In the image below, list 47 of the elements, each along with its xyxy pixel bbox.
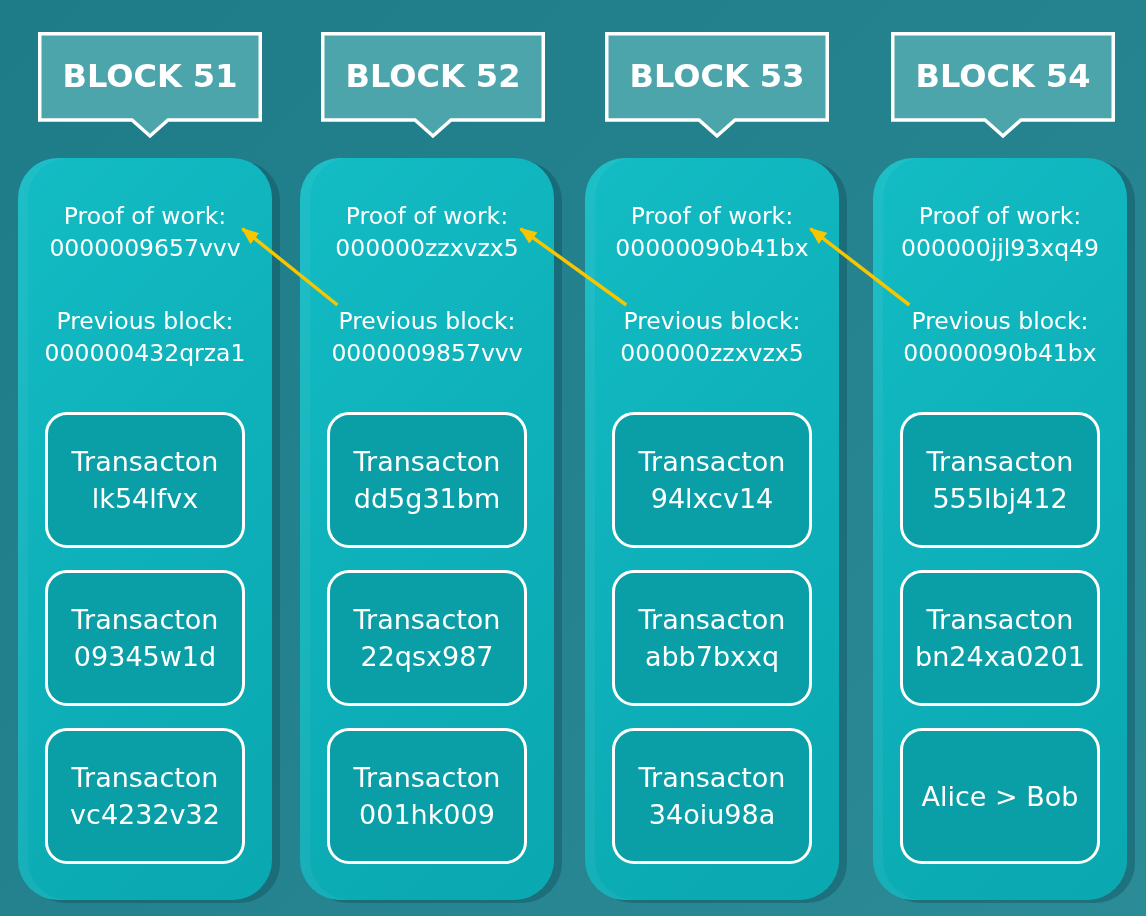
- previous-block-text: Previous block: 0000009857vvv: [331, 305, 523, 369]
- transaction-box: [612, 728, 812, 864]
- transaction-box: [45, 728, 245, 864]
- callout-box: [605, 32, 829, 138]
- proof-of-work-text: Proof of work: 0000009657vvv: [49, 200, 241, 264]
- transaction-box: [900, 728, 1100, 864]
- transaction-box: [612, 412, 812, 548]
- previous-block-text: Previous block: 00000090b41bx: [903, 305, 1097, 369]
- transaction-label: Transacton 001hk009: [352, 761, 502, 832]
- transaction-box: [612, 570, 812, 706]
- proof-of-work-text: Proof of work: 00000090b41bx: [615, 200, 809, 264]
- transaction-label: Transacton 22qsx987: [352, 603, 502, 674]
- transaction-box: [327, 412, 527, 548]
- transaction-label: Transacton lk54lfvx: [70, 445, 220, 516]
- previous-block-text: Previous block: 000000432qrza1: [44, 305, 246, 369]
- transaction-box: [900, 412, 1100, 548]
- transaction-label: Transacton 34oiu98a: [637, 761, 787, 832]
- block-title: BLOCK 52: [345, 56, 521, 96]
- transaction-box: [45, 412, 245, 548]
- block-title: BLOCK 53: [629, 56, 805, 96]
- proof-of-work-text: Proof of work: 000000zzxvzx5: [335, 200, 519, 264]
- block-title: BLOCK 54: [915, 56, 1091, 96]
- transaction-box: [327, 728, 527, 864]
- block-panel: [300, 158, 554, 900]
- transaction-box: [327, 570, 527, 706]
- transaction-label: Transacton abb7bxxq: [637, 603, 787, 674]
- block-panel: [18, 158, 272, 900]
- proof-of-work-text: Proof of work: 000000jjl93xq49: [901, 200, 1099, 264]
- transaction-label: Transacton 94lxcv14: [637, 445, 787, 516]
- previous-block-text: Previous block: 000000zzxvzx5: [620, 305, 804, 369]
- arrow: [519, 227, 628, 307]
- transaction-label: Transacton 555lbj412: [925, 445, 1075, 516]
- callout-box: [891, 32, 1115, 138]
- block-panel: [873, 158, 1127, 900]
- transaction-box: [45, 570, 245, 706]
- transaction-label: Transacton vc4232v32: [69, 761, 221, 832]
- transaction-label: Transacton 09345w1d: [70, 603, 220, 674]
- transaction-label: Alice > Bob: [921, 779, 1079, 814]
- transaction-label: Transacton bn24xa0201: [914, 603, 1086, 674]
- arrow: [809, 227, 911, 307]
- transaction-box: [900, 570, 1100, 706]
- block-panel: [585, 158, 839, 900]
- block-title: BLOCK 51: [62, 56, 238, 96]
- transaction-label: Transacton dd5g31bm: [352, 445, 502, 516]
- callout-box: [38, 32, 262, 138]
- callout-box: [321, 32, 545, 138]
- arrow: [241, 227, 339, 307]
